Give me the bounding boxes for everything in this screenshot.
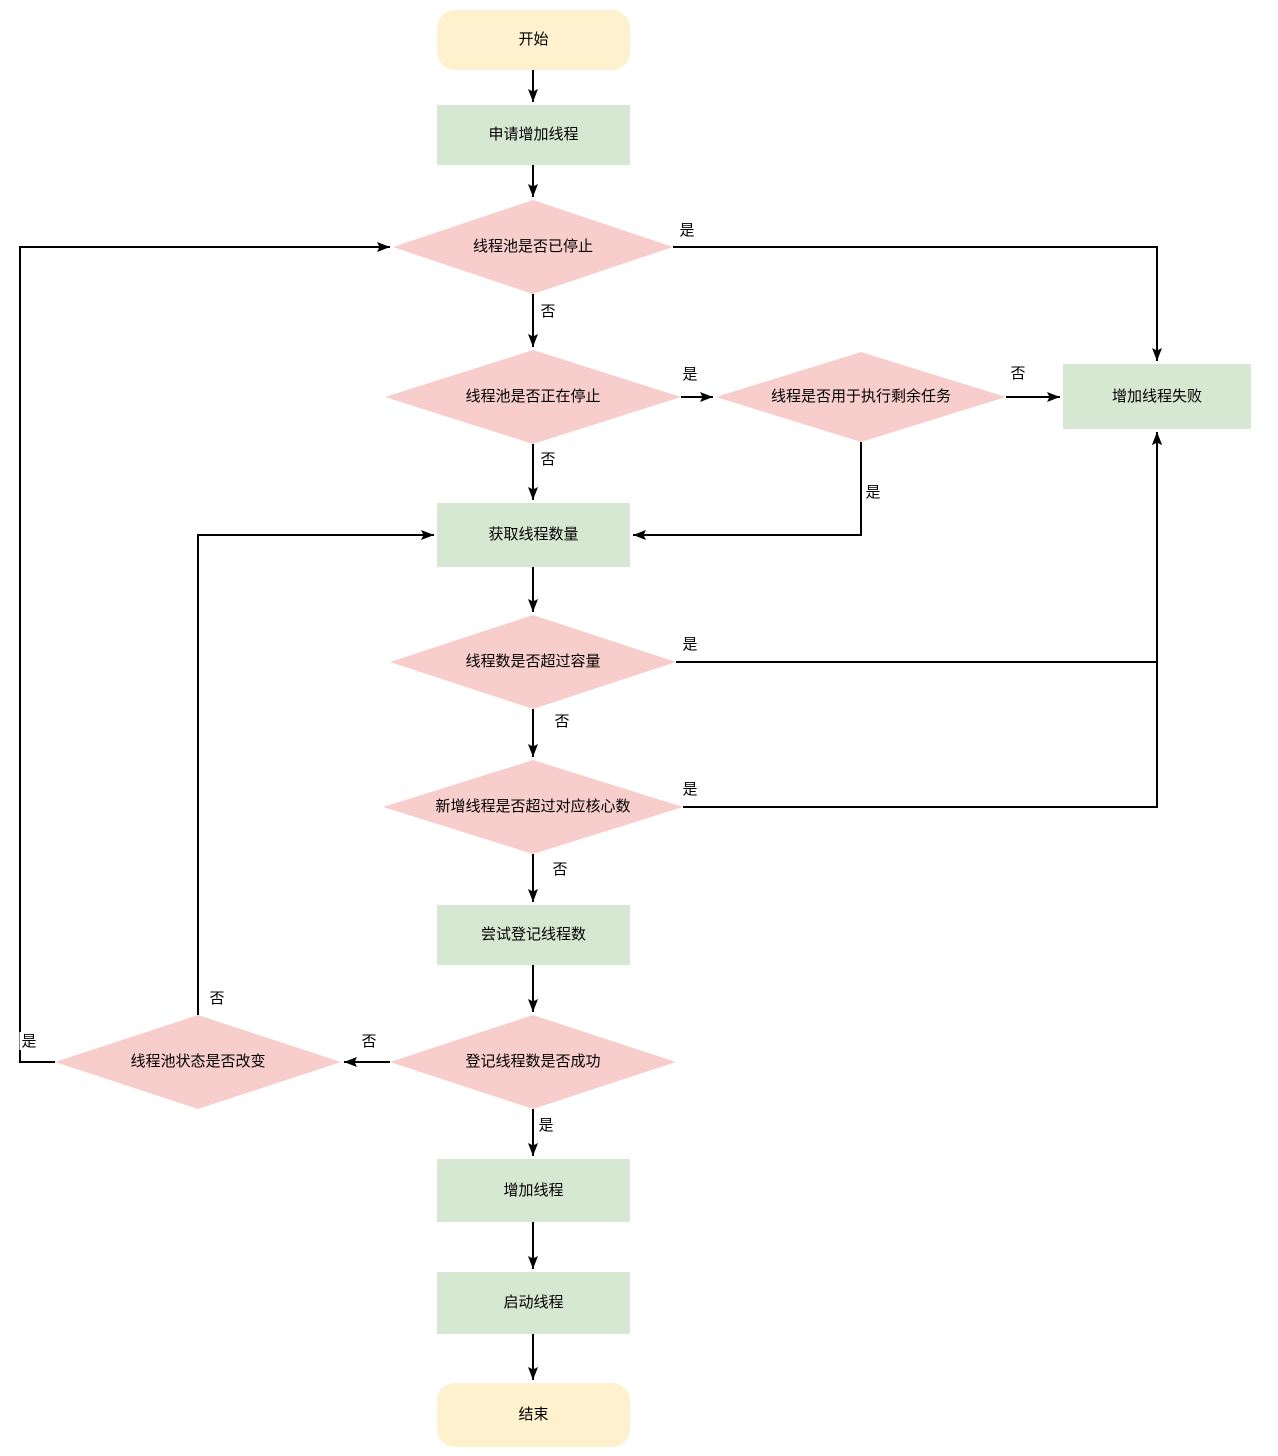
edge-label-pool-stopped-no: 否 xyxy=(538,302,558,320)
node-start: 开始 xyxy=(437,10,630,70)
edge-label-capacity-yes: 是 xyxy=(680,635,700,653)
edge-core-yes-to-fail xyxy=(683,432,1162,808)
node-try-register-count: 尝试登记线程数 xyxy=(437,905,630,965)
edge-label-state-changed-no: 否 xyxy=(207,989,227,1007)
edge-label-success-no: 否 xyxy=(359,1032,379,1050)
edge-label-remaining-no: 否 xyxy=(1008,364,1028,382)
edge-pool-stopped-yes-to-fail xyxy=(673,246,1162,361)
edge-remaining-yes-to-get-count xyxy=(633,442,862,540)
node-apply-add-thread: 申请增加线程 xyxy=(437,105,630,165)
node-get-thread-count: 获取线程数量 xyxy=(437,503,630,567)
edge-state-changed-yes-to-pool-stopped xyxy=(19,242,390,1063)
edge-label-remaining-yes: 是 xyxy=(863,483,883,501)
edge-state-changed-no-to-get-count xyxy=(197,530,434,1015)
node-start-thread: 启动线程 xyxy=(437,1272,630,1334)
edge-label-success-yes: 是 xyxy=(536,1116,556,1134)
node-add-thread-failed: 增加线程失败 xyxy=(1063,364,1251,429)
edge-label-pool-stopped-yes: 是 xyxy=(677,221,697,239)
edge-label-capacity-no: 否 xyxy=(552,712,572,730)
edge-label-pool-stopping-no: 否 xyxy=(538,450,558,468)
edge-label-pool-stopping-yes: 是 xyxy=(680,365,700,383)
edge-label-core-yes: 是 xyxy=(680,780,700,798)
edge-capacity-yes-to-fail xyxy=(676,432,1162,663)
node-end: 结束 xyxy=(437,1383,630,1447)
edge-label-core-no: 否 xyxy=(550,860,570,878)
edge-label-state-changed-yes: 是 xyxy=(19,1032,39,1050)
node-add-thread: 增加线程 xyxy=(437,1159,630,1222)
